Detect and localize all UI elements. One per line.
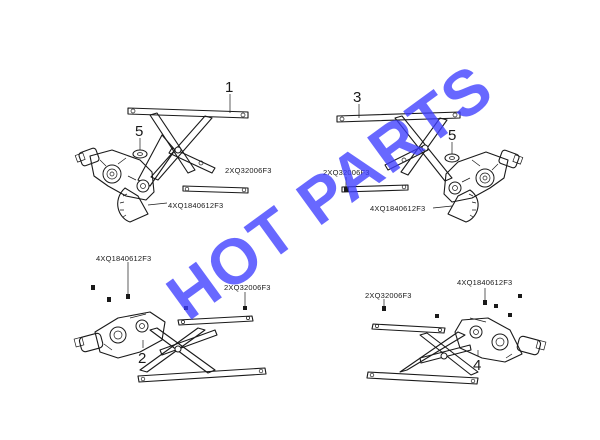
callout-regulator-code: 2XQ32006F3 (225, 166, 272, 175)
regulator-assembly-3: 3 5 2XQ32006F3 4XQ1840612F3 (323, 89, 524, 223)
callout-washer-number: 5 (135, 123, 143, 140)
callout-motor-code: 4XQ1840612F3 (96, 254, 151, 263)
regulator-assembly-2: 2 4XQ1840612F3 2XQ32006F3 (73, 254, 271, 383)
upper-rail-2 (177, 315, 254, 326)
callout-number-2: 2 (138, 350, 146, 367)
motor-2 (73, 311, 166, 359)
callout-number-4: 4 (473, 357, 481, 374)
screw-icon (382, 294, 522, 318)
callout-motor-code: 4XQ1840612F3 (168, 201, 223, 210)
callout-motor-code: 4XQ1840612F3 (457, 278, 512, 287)
callout-number-1: 1 (225, 79, 233, 96)
callout-washer-number: 5 (448, 127, 456, 144)
screw-icon (91, 285, 247, 310)
lower-rail-4 (366, 371, 479, 385)
scissor-arms-2 (139, 327, 218, 374)
bottom-rail-1 (182, 185, 249, 194)
motor-3 (443, 149, 524, 203)
gear-sector-3 (447, 189, 479, 223)
scissor-arms-1 (137, 112, 216, 187)
callout-regulator-code: 2XQ32006F3 (224, 283, 271, 292)
scissor-arms-4 (399, 331, 479, 376)
lower-rail-2 (137, 367, 267, 383)
upper-rail-4 (371, 323, 446, 334)
motor-1 (74, 147, 155, 201)
regulator-assembly-4: 4 2XQ32006F3 4XQ1840612F3 (365, 278, 547, 385)
regulator-assembly-1: 1 5 4XQ1840612F3 2XQ32006F3 (74, 79, 272, 223)
gear-sector-1 (117, 187, 149, 223)
callout-motor-code: 4XQ1840612F3 (370, 204, 425, 213)
screw-icon (344, 187, 349, 192)
scissor-arms-3 (384, 115, 453, 182)
callout-number-3: 3 (353, 89, 361, 106)
callout-regulator-code: 2XQ32006F3 (365, 291, 412, 300)
washer-icon (444, 153, 460, 163)
motor-4 (454, 317, 547, 363)
washer-icon (132, 149, 148, 159)
top-rail-1 (127, 107, 249, 119)
top-rail-3 (336, 111, 461, 123)
callout-regulator-code: 2XQ32006F3 (323, 168, 370, 177)
